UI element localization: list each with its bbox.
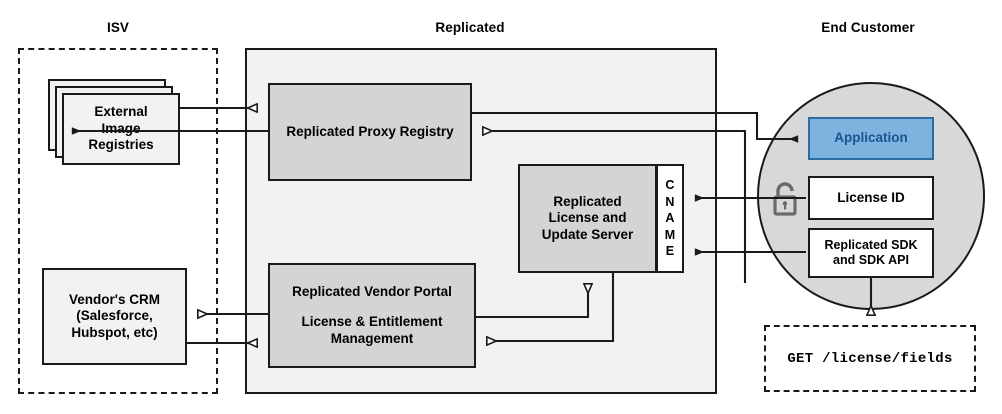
application-label: Application	[834, 130, 908, 146]
replicated-sdk-line-2: and SDK API	[833, 253, 909, 267]
vendors-crm-line-2: (Salesforce,	[76, 308, 153, 324]
license-id-label: License ID	[837, 189, 905, 205]
vendors-crm-line-1: Vendor's CRM	[69, 291, 160, 307]
cname-letter-c: C	[665, 178, 675, 193]
external-image-registries-line-2: Image	[101, 120, 141, 136]
external-image-registries-line-3: Registries	[88, 137, 154, 153]
vendor-portal-line-2: License & Entitlement	[301, 314, 443, 330]
region-isv	[18, 48, 218, 394]
license-update-server-line-1: Replicated	[553, 193, 622, 209]
node-api-call[interactable]: GET /license/fields	[764, 325, 976, 392]
group-title-replicated: Replicated	[435, 20, 505, 35]
node-replicated-sdk[interactable]: Replicated SDK and SDK API	[808, 228, 934, 278]
cname-letter-a: A	[665, 211, 675, 226]
node-license-id[interactable]: License ID	[808, 176, 934, 220]
cname-letter-m: M	[664, 227, 676, 242]
cname-letter-e: E	[665, 244, 675, 259]
node-replicated-vendor-portal[interactable]: Replicated Vendor Portal License & Entit…	[268, 263, 476, 368]
api-call-label: GET /license/fields	[787, 350, 953, 367]
node-external-image-registries[interactable]: External Image Registries	[62, 93, 180, 165]
node-replicated-license-update-server[interactable]: Replicated License and Update Server	[518, 164, 657, 273]
node-application[interactable]: Application	[808, 117, 934, 160]
replicated-sdk-line-1: Replicated SDK	[824, 237, 918, 252]
node-vendors-crm[interactable]: Vendor's CRM (Salesforce, Hubspot, etc)	[42, 268, 187, 365]
replicated-proxy-registry-label: Replicated Proxy Registry	[286, 123, 454, 139]
external-image-registries-line-1: External	[94, 104, 148, 120]
vendor-portal-line-1: Replicated Vendor Portal	[292, 283, 452, 299]
node-replicated-proxy-registry[interactable]: Replicated Proxy Registry	[268, 83, 472, 181]
group-title-end-customer: End Customer	[821, 20, 915, 35]
license-update-server-line-2: License and	[548, 210, 627, 226]
node-cname[interactable]: C N A M E	[656, 164, 684, 273]
group-title-isv: ISV	[106, 20, 130, 35]
license-update-server-line-3: Update Server	[541, 226, 634, 242]
vendors-crm-line-3: Hubspot, etc)	[71, 324, 158, 340]
cname-letter-n: N	[665, 194, 675, 209]
vendor-portal-line-3: Management	[330, 330, 414, 346]
